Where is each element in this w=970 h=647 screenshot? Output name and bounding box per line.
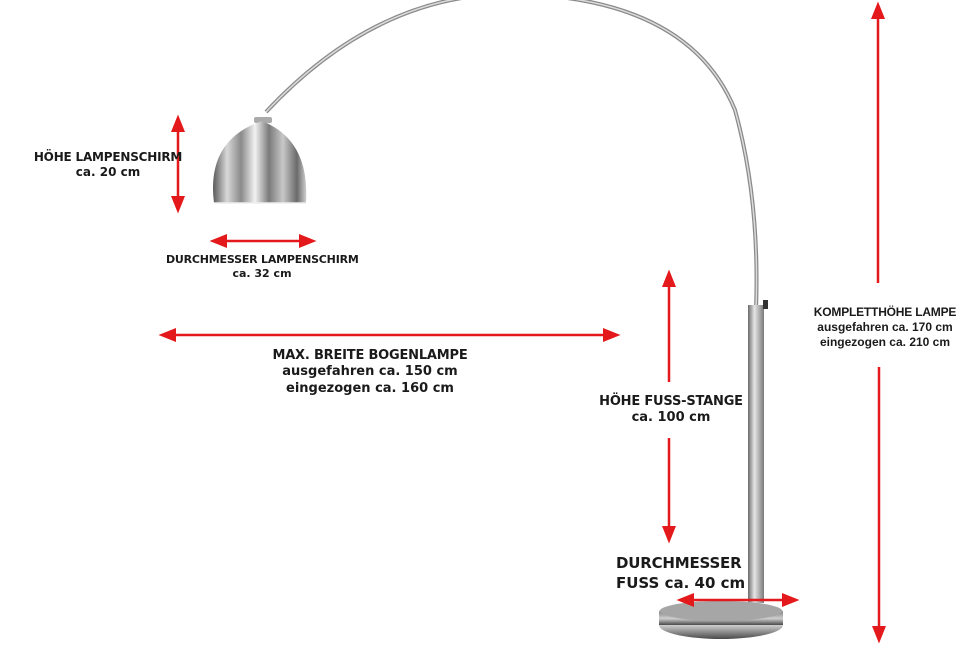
lamp-shade (213, 117, 307, 204)
max-width-label: MAX. BREITE BOGENLAMPE ausgefahren ca. 1… (272, 348, 468, 396)
lamp-base (659, 601, 783, 639)
shade-diameter-label: DURCHMESSER LAMPENSCHIRM ca. 32 cm (166, 253, 359, 280)
shade-height-label: HÖHE LAMPENSCHIRM ca. 20 cm (33, 150, 183, 179)
pole-height-label: HÖHE FUSS-STANGE ca. 100 cm (599, 394, 743, 426)
total-height-label: KOMPLETTHÖHE LAMPE ausgefahren ca. 170 c… (813, 305, 957, 349)
base-diameter-label: DURCHMESSER FUSS ca. 40 cm (616, 554, 746, 592)
lamp-pole (748, 300, 768, 603)
lamp-arc (264, 0, 759, 311)
